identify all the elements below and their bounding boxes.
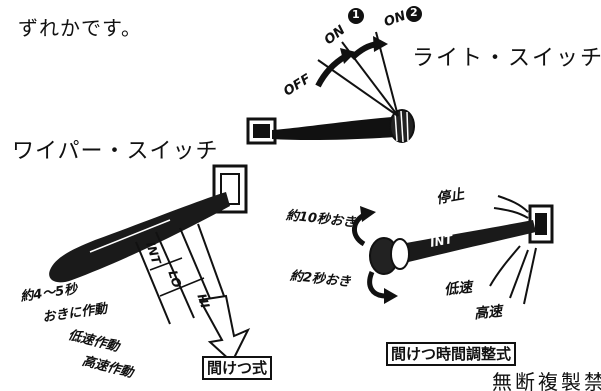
mode-tick [149,257,183,271]
position-badge-2 [406,6,422,22]
mode-divider [179,227,215,309]
rotation-arrowhead-1 [340,48,356,64]
knob-rotate-arrow-down [367,271,387,299]
wiper-switch-adjustable-illustration [352,195,554,305]
light-switch-mount-plate [246,117,277,145]
position-badge-1 [348,8,364,24]
speed-indicator-line [523,247,537,305]
stop-indicator-line [493,207,529,219]
adjustable-type-caption: 間けつ時間調整式 [386,342,517,366]
speed-indicator-line [509,249,529,299]
knob-rotate-arrowhead-up [360,206,376,222]
mode-divider [155,231,195,319]
mode-divider [135,241,171,325]
wiper-switch-title: ワイパー・スイッチ [12,139,219,164]
mode-tick [159,277,205,297]
wiper-switch-intermittent-illustration [49,164,251,364]
intermittent-type-caption: 間けつ式 [202,356,273,380]
annotation-low: 低速 [443,279,473,299]
intro-text: ずれかです。 [18,16,142,40]
knob-rotate-arrowhead-down [384,288,398,304]
light-switch-illustration [246,6,422,145]
position-badge-1-number: 1 [352,8,360,21]
knob-ridge [406,111,409,142]
knob-ridge [400,110,404,143]
adjustable-stalk [380,220,536,268]
mode-divider [197,223,225,297]
annotation-high: 高速 [473,303,503,323]
rotation-arrowhead-2 [373,36,388,52]
mode-down-arrow [198,294,251,364]
stop-indicator-line [497,195,529,213]
wiper-stalk-highlight [89,219,171,253]
light-switch-mount-slot [253,124,270,138]
watermark-text: 無断複製禁 [492,370,601,391]
adjustable-knob-ring [390,238,410,270]
speed-indicator-line [489,245,521,287]
adjustable-mount-slot [535,213,547,235]
wiper-stalk [49,192,230,283]
knob-ridge [394,111,398,142]
light-switch-stalk [272,117,396,141]
position-badge-2-number: 2 [410,6,418,19]
light-switch-title: ライト・スイッチ [412,46,601,71]
